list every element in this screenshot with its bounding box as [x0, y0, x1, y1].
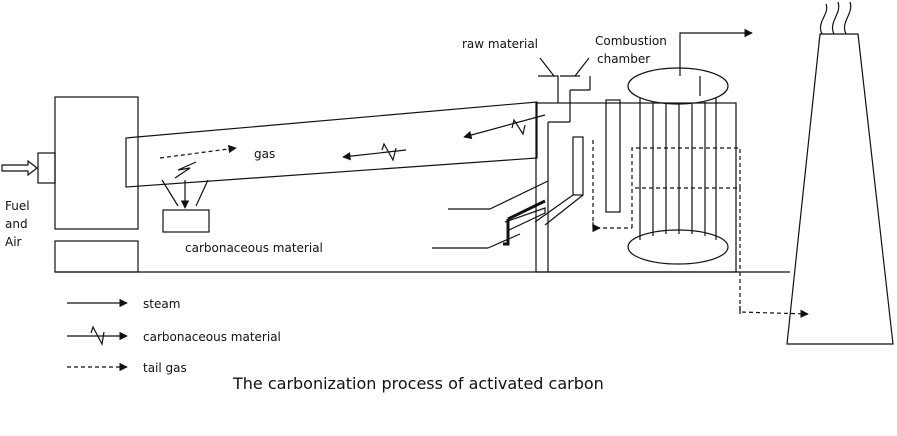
smoke-3	[844, 1, 852, 35]
legend-tailgas-label: tail gas	[143, 361, 187, 375]
label-air: Air	[5, 235, 22, 249]
smoke-1	[820, 3, 828, 35]
label-raw-material: raw material	[462, 37, 538, 51]
label-fuel: Fuel	[5, 199, 30, 213]
legend-steam-label: steam	[143, 297, 180, 311]
label-gas: gas	[254, 147, 275, 161]
burner-nozzle	[37, 152, 56, 184]
smoke-2	[832, 1, 840, 35]
kiln-discharge-zigzag	[174, 161, 197, 179]
exhaust-arrow	[679, 28, 753, 76]
kiln-material-arrow-2	[463, 114, 546, 140]
legend-carbon-label: carbonaceous material	[143, 330, 281, 344]
raw-material-hopper	[538, 75, 559, 103]
diagram-caption: The carbonization process of activated c…	[232, 374, 604, 393]
label-and: and	[5, 217, 28, 231]
furnace-base	[54, 240, 139, 273]
collector-box	[162, 209, 210, 233]
tail-gas-path	[592, 140, 632, 229]
gas-flow-arrow	[159, 144, 237, 159]
kiln-material-arrow-1	[342, 149, 407, 161]
chimney-stack	[786, 33, 894, 345]
label-combustion: Combustion	[595, 34, 667, 48]
rotary-kiln	[125, 101, 538, 188]
label-chamber: chamber	[597, 52, 650, 66]
combustion-chamber-top	[627, 67, 729, 105]
combustion-chamber-bottom	[627, 229, 729, 265]
fuel-inlet-arrow	[1, 159, 38, 177]
label-carbonaceous-material: carbonaceous material	[185, 241, 323, 255]
